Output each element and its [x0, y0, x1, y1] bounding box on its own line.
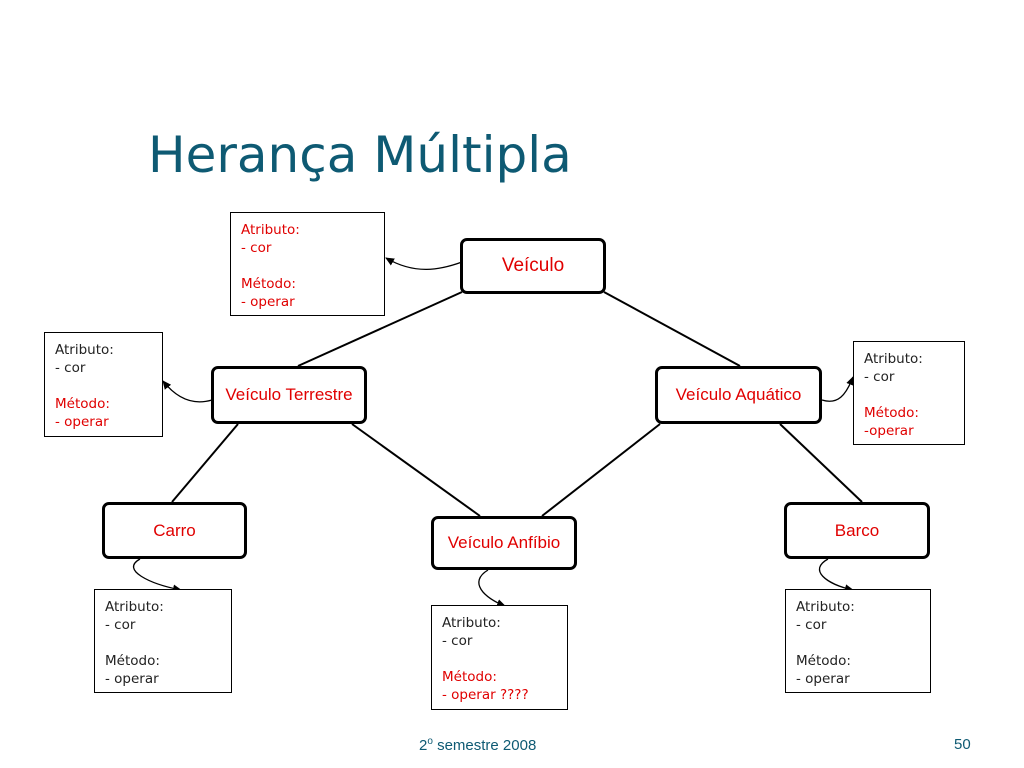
card-barco: Atributo: - cor Método: - operar — [785, 589, 931, 693]
node-carro: Carro — [102, 502, 247, 559]
spacer — [241, 257, 374, 275]
callout-terrestre — [162, 380, 213, 403]
node-barco: Barco — [784, 502, 930, 559]
attr-label: Atributo: — [241, 222, 300, 238]
callout-carro — [132, 558, 182, 593]
edge-veiculo-aquatico — [603, 291, 741, 367]
card-veiculo-terrestre: Atributo: - cor Método: - operar — [44, 332, 163, 437]
page-number: 50 — [954, 736, 971, 753]
attr-value: - cor — [105, 617, 136, 633]
node-veiculo-anfibio: Veículo Anfíbio — [431, 516, 577, 570]
method-value: - operar ???? — [442, 687, 529, 703]
edge-aquatico-barco — [779, 423, 863, 503]
semester-number: 2 — [419, 737, 428, 754]
node-veiculo: Veículo — [460, 238, 606, 294]
edge-terrestre-anfibio — [351, 423, 481, 517]
spacer — [442, 650, 557, 668]
footer-semester: 2o semestre 2008 — [419, 736, 536, 754]
attr-label: Atributo: — [864, 351, 923, 367]
attr-value: - cor — [55, 360, 86, 376]
callout-veiculo — [385, 257, 463, 271]
method-value: - operar — [796, 671, 850, 687]
edge-terrestre-carro — [171, 423, 239, 503]
method-label: Método: — [55, 396, 110, 412]
slide-title: Herança Múltipla — [148, 126, 572, 184]
attr-label: Atributo: — [105, 599, 164, 615]
edge-veiculo-terrestre — [297, 291, 463, 367]
node-veiculo-aquatico: Veículo Aquático — [655, 366, 822, 424]
attr-value: - cor — [864, 369, 895, 385]
card-veiculo-aquatico: Atributo: - cor Método: -operar — [853, 341, 965, 445]
callout-aquatico — [821, 376, 854, 402]
callout-anfibio — [478, 569, 506, 607]
semester-ordinal: o — [427, 736, 433, 747]
spacer — [105, 634, 221, 652]
spacer — [796, 634, 920, 652]
attr-label: Atributo: — [55, 342, 114, 358]
node-veiculo-terrestre: Veículo Terrestre — [211, 366, 367, 424]
attr-value: - cor — [442, 633, 473, 649]
method-value: - operar — [241, 294, 295, 310]
attr-value: - cor — [241, 240, 272, 256]
method-value: - operar — [105, 671, 159, 687]
attr-value: - cor — [796, 617, 827, 633]
spacer — [864, 386, 954, 404]
card-carro: Atributo: - cor Método: - operar — [94, 589, 232, 693]
attr-label: Atributo: — [442, 615, 501, 631]
method-value: - operar — [55, 414, 109, 430]
edge-aquatico-anfibio — [541, 423, 661, 517]
attr-label: Atributo: — [796, 599, 855, 615]
method-label: Método: — [796, 653, 851, 669]
method-label: Método: — [864, 405, 919, 421]
method-label: Método: — [442, 669, 497, 685]
spacer — [55, 377, 152, 395]
card-veiculo: Atributo: - cor Método: - operar — [230, 212, 385, 316]
semester-text: semestre 2008 — [432, 737, 537, 754]
method-label: Método: — [105, 653, 160, 669]
card-veiculo-anfibio: Atributo: - cor Método: - operar ???? — [431, 605, 568, 710]
method-label: Método: — [241, 276, 296, 292]
callout-barco — [818, 558, 854, 593]
method-value: -operar — [864, 423, 914, 439]
